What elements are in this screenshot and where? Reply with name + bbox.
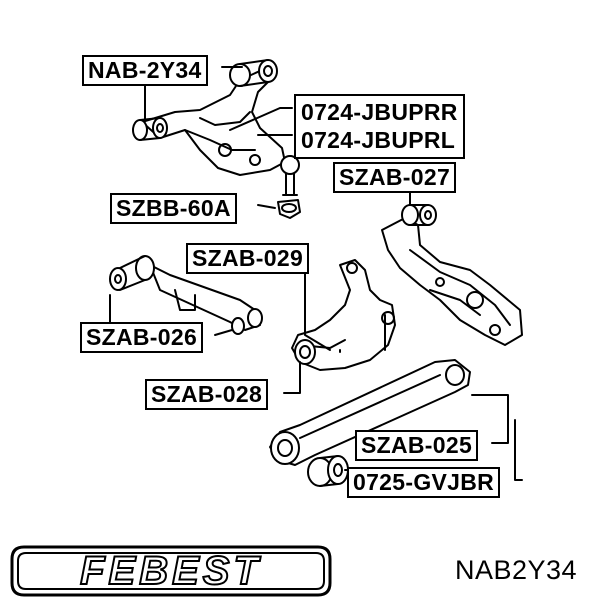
label-szab-028: SZAB-028 [145,379,269,410]
label-0724-jbuprl: 0724-JBUPRL [301,126,456,153]
knuckle [291,259,396,371]
label-szbb-60a: SZBB-60A [110,193,237,224]
logo-frame [10,545,332,597]
label-szab-029: SZAB-029 [186,243,310,274]
upper-arm-bushing-left [132,117,168,141]
long-lower-link [269,359,471,487]
label-0724-jbuprr: 0724-JBUPRR [301,99,458,125]
label-nab-2y34: NAB-2Y34 [82,55,208,86]
ball-joint [280,155,300,196]
label-szab-026: SZAB-026 [80,322,204,353]
label-0725-gvjbr: 0725-GVJBR [347,467,501,498]
label-szab-027: SZAB-027 [333,162,457,193]
upper-arm-bushing-top [229,59,278,87]
leader-lines [109,66,523,481]
logo-wordmark: FEBEST [79,548,262,594]
lateral-link [109,255,263,335]
ball-joint-boot [277,199,301,219]
part-number: NAB2Y34 [455,555,578,585]
label-0724-jbupr: 0724-JBUPRR 0724-JBUPRL [294,94,465,160]
upper-control-arm [141,69,286,176]
febest-logo: FEBEST [10,545,332,597]
lower-trailing-arm [381,204,523,346]
label-szab-025: SZAB-025 [355,430,479,461]
